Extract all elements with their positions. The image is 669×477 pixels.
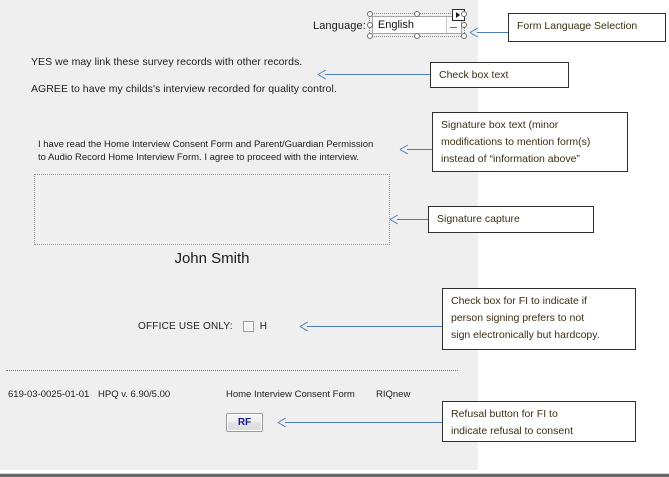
callout-line: Signature capture (437, 213, 520, 225)
language-selection-row: Language: English (313, 9, 467, 39)
leader-arrow-signature-text (400, 145, 432, 154)
footer-divider (6, 370, 458, 371)
resize-handle-w[interactable] (366, 22, 373, 28)
window-bottom-edge (0, 473, 669, 477)
language-label: Language: (313, 20, 366, 32)
footer-form-title: Home Interview Consent Form (226, 389, 355, 400)
leader-arrow-refusal (278, 418, 442, 427)
refusal-button[interactable]: RF (226, 413, 263, 432)
footer-version: HPQ v. 6.90/5.00 (98, 389, 171, 400)
leader-arrow-signature-capture (390, 215, 428, 224)
callout-line: indicate refusal to consent (451, 425, 573, 437)
callout-refusal-button: Refusal button for FI to indicate refusa… (442, 401, 636, 442)
dropdown-spinner-icon[interactable] (445, 17, 461, 33)
signature-consent-text: I have read the Home Interview Consent F… (38, 138, 408, 164)
language-selector-wrapper[interactable]: English (366, 9, 467, 39)
callout-line: Form Language Selection (517, 20, 638, 32)
signer-name: John Smith (174, 250, 250, 267)
consent-form-panel: Language: English (0, 0, 478, 470)
callout-line: Check box for FI to indicate if (451, 295, 587, 307)
resize-handle-sw[interactable] (366, 33, 373, 39)
hardcopy-checkbox[interactable] (242, 321, 254, 332)
footer-instrument: RIQnew (376, 389, 411, 400)
statement-audio-recording[interactable]: AGREE to have my childs's interview reco… (31, 83, 337, 95)
consent-line-1: I have read the Home Interview Consent F… (38, 139, 374, 150)
resize-handle-e[interactable] (460, 22, 467, 28)
language-dropdown[interactable]: English (371, 16, 462, 34)
resize-handle-n[interactable] (413, 11, 420, 17)
leader-arrow-language (470, 28, 508, 37)
office-use-label: OFFICE USE ONLY: (138, 321, 233, 332)
resize-handle-nw[interactable] (366, 11, 373, 17)
callout-signature-capture: Signature capture (428, 206, 594, 233)
callout-line: Check box text (439, 69, 509, 81)
resize-handle-se[interactable] (460, 33, 467, 39)
resize-handle-s[interactable] (413, 33, 420, 39)
callout-line: Signature box text (minor (441, 119, 559, 131)
resize-handle-ne[interactable] (460, 11, 467, 17)
callout-signature-box-text: Signature box text (minor modifications … (432, 112, 628, 172)
office-use-row: OFFICE USE ONLY: H (138, 321, 267, 332)
consent-line-2: to Audio Record Home Interview Form. I a… (38, 152, 360, 163)
callout-check-box-text: Check box text (430, 62, 569, 88)
footer-form-id: 619-03-0025-01-01 (8, 389, 90, 400)
callout-line: person signing prefers to not (451, 312, 585, 324)
language-selected-value: English (377, 19, 414, 31)
callout-form-language-selection: Form Language Selection (508, 13, 666, 42)
callout-fi-checkbox: Check box for FI to indicate if person s… (442, 288, 636, 350)
callout-line: Refusal button for FI to (451, 408, 558, 420)
signature-capture-box[interactable] (34, 174, 390, 245)
callout-line: instead of “information above” (441, 153, 580, 165)
callout-line: modifications to mention form(s) (441, 136, 591, 148)
hardcopy-checkbox-label: H (259, 321, 267, 332)
statement-link-records[interactable]: YES we may link these survey records wit… (31, 56, 303, 68)
leader-arrow-fi-checkbox (300, 322, 442, 331)
leader-arrow-checkbox (318, 70, 430, 79)
callout-line: sign electronically but hardcopy. (451, 329, 600, 341)
